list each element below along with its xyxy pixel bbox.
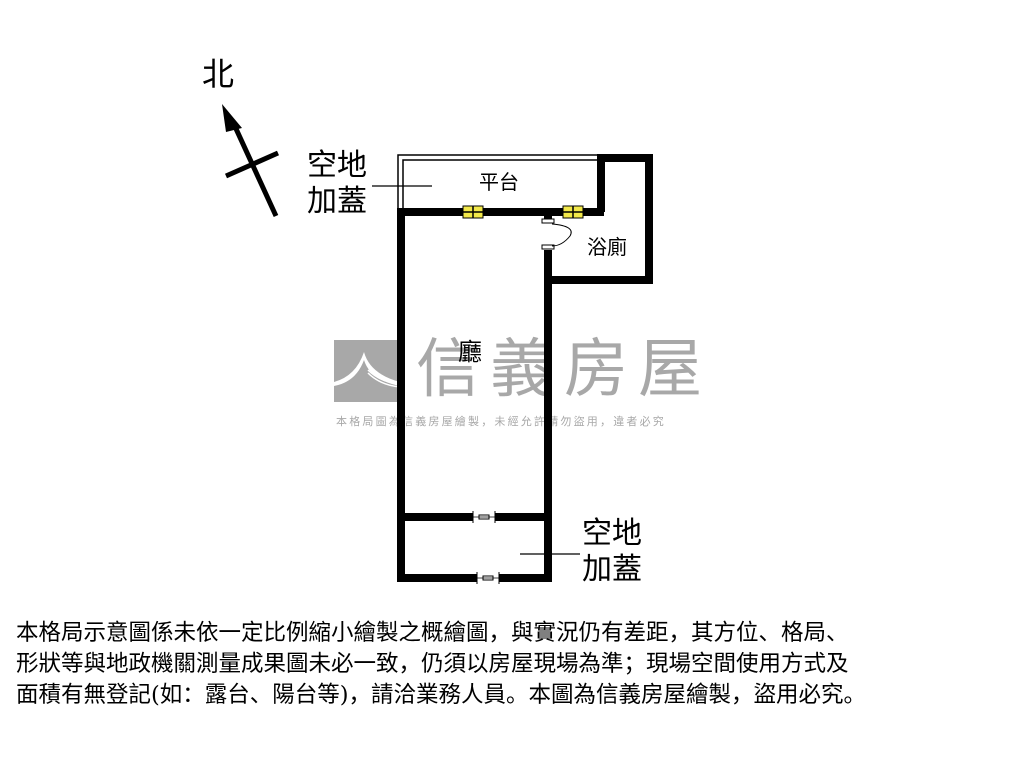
watermark-notice: 本格局圖為信義房屋繪製，未經允許請勿盜用，違者必究 bbox=[336, 415, 666, 428]
sliding-door-middle bbox=[472, 511, 496, 523]
window-left bbox=[462, 205, 484, 219]
disclaimer: 本格局示意圖係未依一定比例縮小繪製之概繪圖，與實況仍有差距，其方位、格局、 形狀… bbox=[16, 618, 1016, 711]
annotation-top-line1: 空地 bbox=[307, 148, 367, 183]
annotation-bottom-line1: 空地 bbox=[582, 516, 642, 551]
floor-plan bbox=[222, 104, 653, 584]
north-arrow-icon bbox=[222, 104, 280, 218]
watermark-brand: 信義房屋 bbox=[416, 333, 712, 407]
room-label-living: 廳 bbox=[458, 338, 482, 366]
north-label: 北 bbox=[202, 55, 235, 93]
disclaimer-line: 形狀等與地政機關測量成果圖未必一致，仍須以房屋現場為準；現場空間使用方式及 bbox=[16, 651, 849, 677]
brand-logo-icon bbox=[334, 340, 400, 402]
disclaimer-line: 面積有無登記(如：露台、陽台等)，請洽業務人員。本圖為信義房屋繪製，盜用必究。 bbox=[16, 682, 867, 708]
sliding-door-bottom bbox=[476, 572, 500, 584]
disclaimer-line: 本格局示意圖係未依一定比例縮小繪製之概繪圖，與實況仍有差距，其方位、格局、 bbox=[16, 620, 849, 646]
annotation-bottom-line2: 加蓋 bbox=[582, 552, 642, 587]
room-label-platform: 平台 bbox=[479, 170, 519, 194]
room-label-bathroom: 浴廁 bbox=[587, 235, 627, 259]
walls bbox=[397, 154, 653, 582]
window-right bbox=[562, 205, 584, 219]
platform-outline bbox=[397, 154, 606, 212]
bathroom-door-icon bbox=[541, 218, 572, 250]
annotation-top-line2: 加蓋 bbox=[307, 184, 367, 219]
